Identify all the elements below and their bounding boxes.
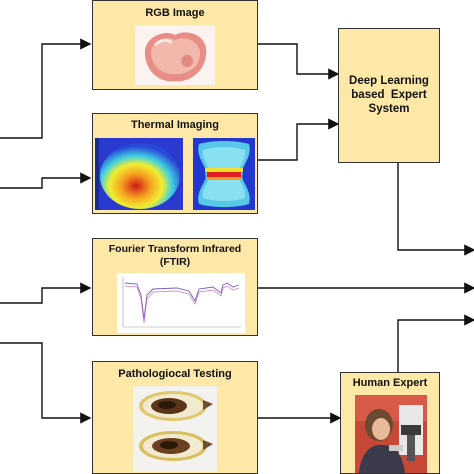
thermal-imaging-box: Thermal Imaging: [92, 113, 258, 214]
thermal-image-apple: [95, 138, 183, 210]
arrow-into-rgb: [0, 38, 92, 139]
ftir-spectrum-plot: [117, 273, 245, 333]
expert-system-box: Deep Learning based Expert System: [338, 28, 440, 163]
ftir-box: Fourier Transform Infrared (FTIR): [92, 238, 258, 336]
arrow-rgb-to-expert: [258, 43, 340, 80]
expert-system-title-line3: System: [368, 103, 410, 115]
human-expert-photo: [355, 395, 427, 473]
arrow-human-out: [397, 314, 474, 372]
cut-fruit-samples-photo: [133, 386, 217, 472]
ftir-title-line2: (FTIR): [159, 256, 191, 268]
expert-system-title-line1: Deep Learning: [349, 75, 429, 87]
rgb-image-box: RGB Image: [92, 0, 258, 90]
arrow-thermal-to-expert: [258, 118, 340, 161]
human-expert-box: Human Expert: [340, 372, 440, 474]
pathological-testing-box: Pathologiocal Testing: [92, 361, 258, 474]
apple-rgb-photo: [135, 25, 215, 85]
arrow-into-ftir: [0, 282, 92, 304]
thermal-imaging-title: Thermal Imaging: [130, 119, 220, 131]
rgb-image-title: RGB Image: [145, 7, 205, 19]
pathological-testing-title: Pathologiocal Testing: [118, 368, 232, 380]
arrow-expert-out: [397, 162, 474, 256]
arrow-into-thermal: [0, 172, 92, 189]
ftir-title-line1: Fourier Transform Infrared: [108, 243, 242, 255]
human-expert-title: Human Expert: [352, 377, 428, 389]
expert-system-title-line2: based Expert: [351, 89, 427, 101]
thermal-image-section: [193, 138, 255, 210]
arrow-into-patho: [0, 342, 92, 424]
